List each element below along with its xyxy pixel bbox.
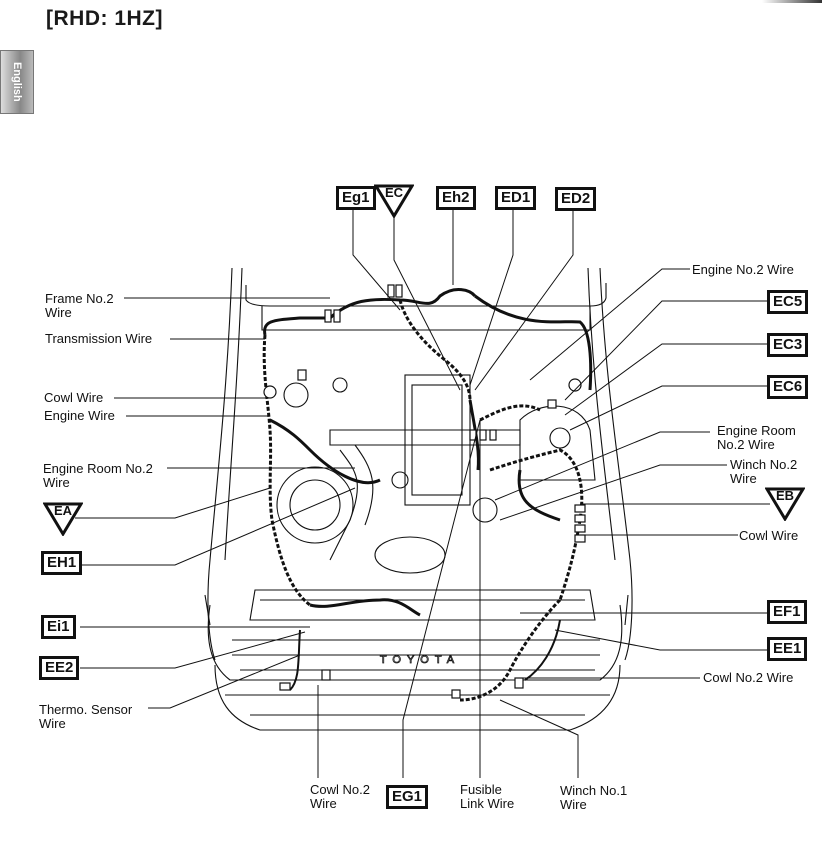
language-tab[interactable]: English (0, 50, 34, 114)
connector (321, 669, 331, 681)
triangle-marker-icon (43, 502, 83, 536)
label-thermo-sensor-wire: Thermo. Sensor Wire (39, 702, 133, 731)
callout-EA-label: EA (53, 503, 73, 518)
label-cowl-wire-right: Cowl Wire (739, 528, 799, 543)
label-cowl-wire-left: Cowl Wire (44, 390, 104, 405)
connector (547, 399, 557, 409)
toyota-badge: TOYOTA (380, 654, 460, 666)
connector (574, 534, 586, 543)
callout-EC3[interactable]: EC3 (767, 333, 809, 357)
connector (489, 429, 497, 441)
callout-EC6[interactable]: EC6 (767, 375, 809, 399)
triangle-marker-icon (765, 487, 805, 521)
callout-EA[interactable]: EA (43, 502, 83, 536)
vehicle-outline (204, 267, 633, 731)
label-cowl-no2-wire-right: Cowl No.2 Wire (703, 670, 794, 685)
language-tab-label: English (11, 62, 23, 102)
label-engine-no2-wire: Engine No.2 Wire (692, 262, 794, 277)
callout-EG1[interactable]: EG1 (386, 785, 429, 809)
callout-EF1[interactable]: EF1 (767, 600, 807, 624)
page-title: [RHD: 1HZ] (46, 7, 163, 30)
connector (297, 369, 307, 381)
wire-harness (262, 288, 593, 702)
label-transmission-wire: Transmission Wire (45, 331, 153, 346)
callout-EE1[interactable]: EE1 (767, 637, 808, 661)
callout-ED1[interactable]: ED1 (495, 186, 537, 210)
connector (333, 309, 341, 323)
label-cowl-no2-wire-bottom: Cowl No.2 Wire (310, 782, 370, 811)
label-engine-room-no2-wire-left: Engine Room No.2 Wire (43, 461, 153, 490)
connector (387, 284, 395, 298)
callout-EE2[interactable]: EE2 (39, 656, 80, 680)
label-engine-wire: Engine Wire (44, 408, 115, 423)
callout-EC[interactable]: EC (374, 184, 414, 218)
callout-EC5[interactable]: EC5 (767, 290, 809, 314)
connector (514, 677, 524, 689)
callout-EB-label: EB (775, 488, 795, 503)
label-winch-no1-wire: Winch No.1 Wire (560, 783, 628, 812)
page-edge-bar (762, 0, 822, 3)
triangle-marker-icon (374, 184, 414, 218)
connector (451, 689, 461, 699)
connectors (263, 284, 586, 699)
callout-Ei1[interactable]: Ei1 (41, 615, 76, 639)
connector (574, 514, 586, 523)
connector (279, 682, 291, 691)
connector (395, 284, 403, 298)
leader-lines (75, 210, 770, 778)
connector (574, 504, 586, 513)
label-winch-no2-wire: Winch No.2 Wire (730, 457, 798, 486)
callout-EC-label: EC (384, 185, 404, 200)
label-engine-room-no2-wire-right: Engine Room No.2 Wire (717, 423, 796, 452)
label-fusible-link-wire: Fusible Link Wire (460, 782, 515, 811)
callout-EH1[interactable]: EH1 (41, 551, 83, 575)
callout-ED2[interactable]: ED2 (555, 187, 597, 211)
callout-EB[interactable]: EB (765, 487, 805, 521)
connector (479, 429, 487, 441)
connector (324, 309, 332, 323)
label-frame-no2-wire: Frame No.2 Wire (45, 291, 114, 320)
grommet (568, 378, 582, 392)
connector (574, 524, 586, 533)
grommet (263, 385, 277, 399)
callout-Eh2[interactable]: Eh2 (436, 186, 476, 210)
callout-Eg1[interactable]: Eg1 (336, 186, 376, 210)
